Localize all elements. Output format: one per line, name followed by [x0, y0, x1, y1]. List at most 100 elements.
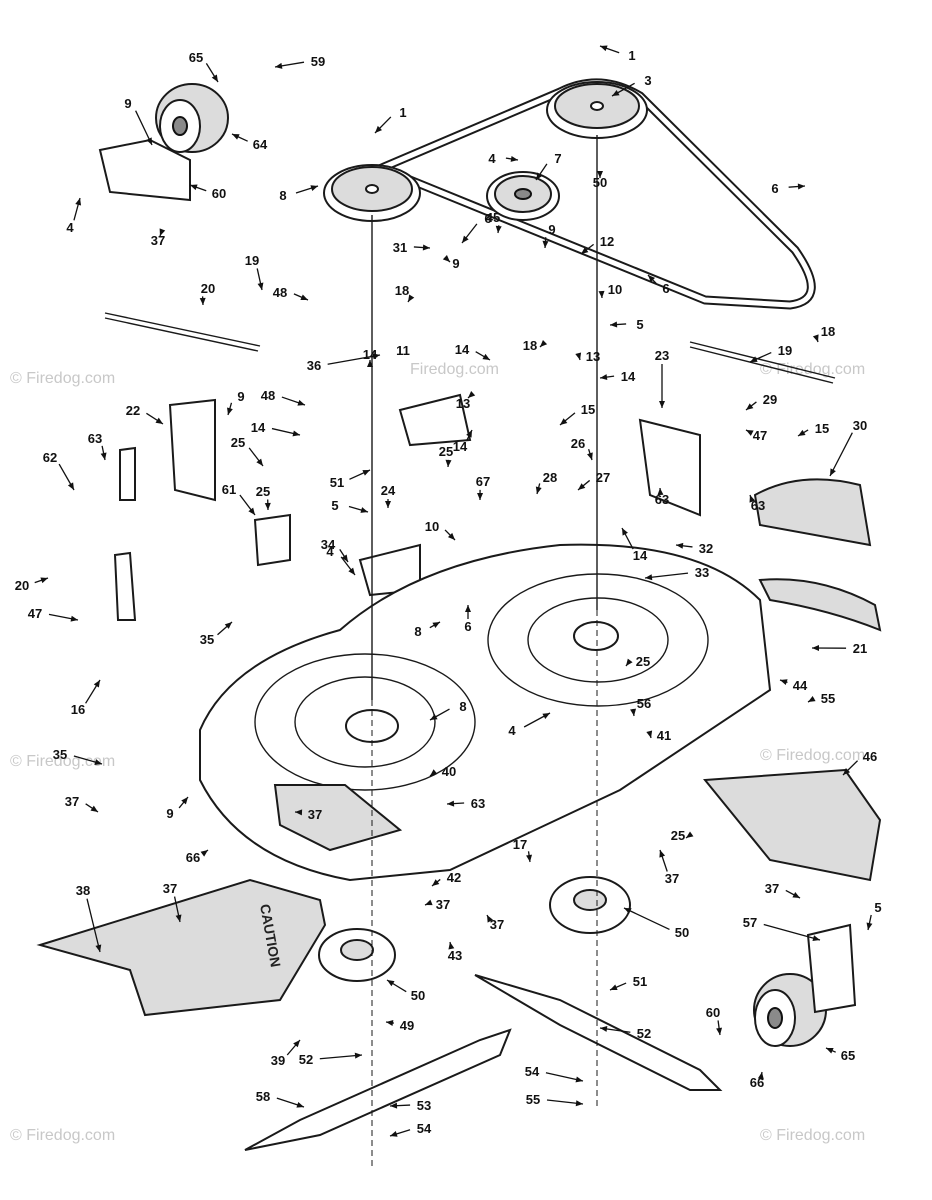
- callout-5: 5: [866, 900, 882, 931]
- callout-arrowhead: [542, 240, 549, 248]
- callout-25: 25: [231, 435, 264, 467]
- callout-4: 4: [488, 151, 519, 166]
- callout-25: 25: [625, 654, 650, 669]
- callout-41: 41: [646, 728, 671, 743]
- callout-3: 3: [611, 73, 652, 97]
- callout-arrowhead: [843, 767, 851, 775]
- callout-leader: [623, 907, 670, 931]
- callout-20: 20: [15, 577, 49, 593]
- callout-arrowhead: [792, 892, 800, 898]
- callout-24: 24: [381, 483, 396, 508]
- callout-label: 12: [600, 234, 614, 249]
- callout-arrowhead: [264, 502, 271, 510]
- callout-19: 19: [749, 343, 792, 363]
- callout-61: 61: [222, 482, 256, 516]
- callout-label: 53: [417, 1098, 431, 1113]
- callout-leader: [829, 432, 853, 477]
- callout-arrowhead: [447, 800, 455, 807]
- callout-label: 6: [771, 181, 778, 196]
- callout-31: 31: [393, 240, 431, 255]
- callout-arrowhead: [676, 542, 684, 549]
- callout-arrowhead: [310, 185, 318, 191]
- callout-53: 53: [389, 1098, 431, 1113]
- callout-65: 65: [189, 50, 219, 83]
- callout-label: 30: [853, 418, 867, 433]
- callout-label: 29: [763, 392, 777, 407]
- callout-arrowhead: [375, 125, 383, 133]
- callout-arrowhead: [75, 198, 82, 206]
- callout-label: 25: [636, 654, 650, 669]
- callout-label: 1: [399, 105, 406, 120]
- callout-label: 43: [448, 948, 462, 963]
- callout-arrowhead: [746, 430, 754, 436]
- callout-arrowhead: [432, 622, 440, 629]
- callout-arrowhead: [648, 275, 656, 283]
- callout-arrowhead: [248, 507, 255, 515]
- callout-60: 60: [189, 184, 226, 201]
- callout-label: 14: [453, 439, 468, 454]
- callout-38: 38: [76, 883, 102, 953]
- callout-label: 14: [621, 369, 636, 384]
- callout-10: 10: [425, 519, 456, 541]
- callout-39: 39: [271, 1039, 301, 1068]
- callout-arrowhead: [387, 980, 395, 987]
- callout-4: 4: [326, 544, 356, 576]
- callout-label: 40: [442, 764, 456, 779]
- callout-14: 14: [455, 342, 491, 361]
- callout-label: 13: [586, 349, 600, 364]
- callout-6: 6: [464, 605, 472, 634]
- callout-arrowhead: [445, 459, 452, 467]
- callout-9: 9: [227, 389, 245, 416]
- callout-label: 37: [163, 881, 177, 896]
- callout-66: 66: [750, 1071, 764, 1090]
- callout-23: 23: [655, 348, 669, 408]
- callout-arrowhead: [159, 228, 166, 236]
- callout-arrowhead: [626, 658, 633, 666]
- callout-label: 55: [526, 1092, 540, 1107]
- callout-27: 27: [577, 470, 610, 491]
- callout-label: 27: [596, 470, 610, 485]
- callout-67: 67: [476, 474, 490, 501]
- callout-label: 63: [655, 492, 669, 507]
- callout-arrowhead: [659, 850, 666, 858]
- callout-label: 31: [393, 240, 407, 255]
- callout-label: 60: [706, 1005, 720, 1020]
- callout-arrowhead: [812, 935, 820, 942]
- callout-arrowhead: [293, 1040, 300, 1048]
- callout-arrowhead: [430, 769, 438, 776]
- callout-54: 54: [389, 1121, 432, 1137]
- callout-label: 14: [633, 548, 648, 563]
- callout-label: 37: [765, 881, 779, 896]
- callout-55: 55: [807, 691, 835, 706]
- callout-arrowhead: [798, 429, 806, 436]
- callout-label: 11: [396, 343, 410, 358]
- callout-37: 37: [65, 794, 99, 813]
- callout-32: 32: [675, 541, 713, 556]
- callout-label: 63: [471, 796, 485, 811]
- callout-arrowhead: [422, 244, 430, 251]
- callout-arrowhead: [612, 89, 620, 96]
- callout-arrowhead: [477, 492, 484, 500]
- callout-arrowhead: [390, 1102, 398, 1109]
- callout-label: 18: [821, 324, 835, 339]
- callout-50: 50: [623, 907, 689, 940]
- callout-label: 5: [331, 498, 338, 513]
- callout-label: 19: [245, 253, 259, 268]
- callout-47: 47: [28, 606, 79, 622]
- callout-arrowhead: [598, 290, 605, 298]
- callout-label: 48: [261, 388, 275, 403]
- callout-37: 37: [765, 881, 801, 899]
- callout-46: 46: [842, 749, 877, 776]
- callout-48: 48: [273, 285, 309, 301]
- callout-4: 4: [66, 197, 82, 235]
- callout-26: 26: [571, 436, 593, 461]
- callout-63: 63: [88, 431, 107, 461]
- callout-arrowhead: [425, 899, 433, 906]
- callout-label: 67: [476, 474, 490, 489]
- callout-arrowhead: [386, 1020, 394, 1026]
- callout-33: 33: [644, 565, 709, 581]
- callout-arrowhead: [372, 353, 380, 360]
- callout-label: 4: [326, 544, 334, 559]
- callout-28: 28: [535, 470, 557, 495]
- callout-arrowhead: [442, 255, 450, 262]
